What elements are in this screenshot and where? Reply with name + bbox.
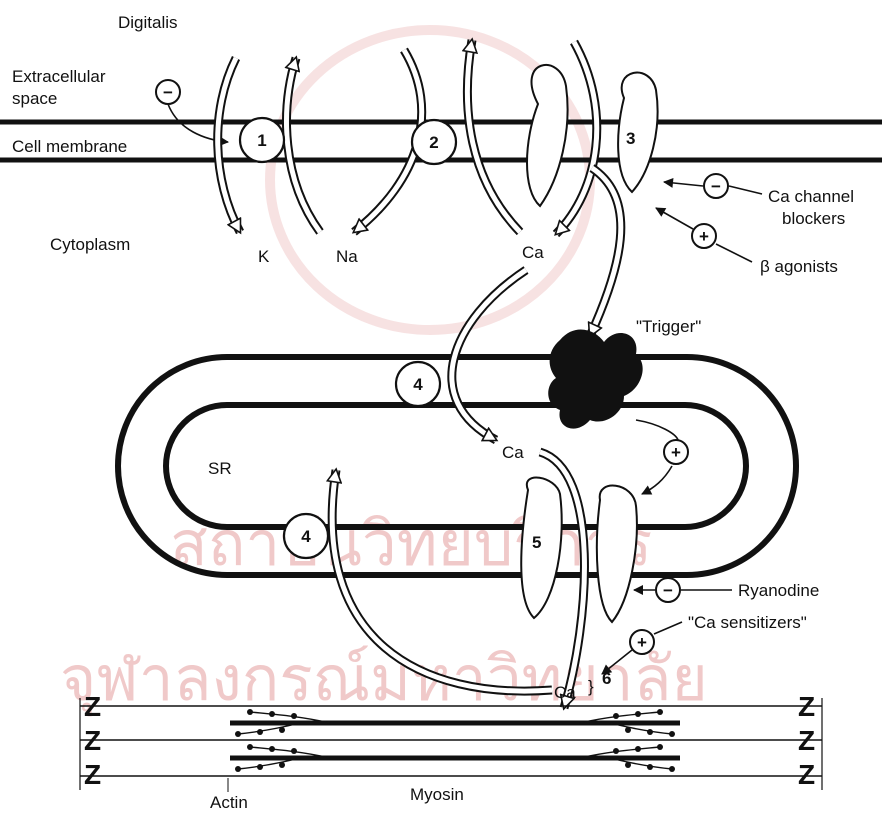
z-disc-left-1: Z [84,691,101,722]
ion-ca-myo-label: Ca [554,683,576,702]
z-disc-left-2: Z [84,725,101,756]
trigger-blob [548,329,642,428]
ryanodine-label: Ryanodine [738,581,819,600]
plus-sign: + [699,227,709,246]
site-2-label: 2 [429,133,438,152]
ion-ca-top-label: Ca [522,243,544,262]
site-4b-label: 4 [301,527,311,546]
ca-channel-blockers-label-1: Ca channel [768,187,854,206]
minus-sign: − [163,83,173,102]
ca-sensitizers-label: "Ca sensitizers" [688,613,807,632]
trigger-activation: + [636,420,688,494]
na-ca-exchanger: 2 [354,40,520,232]
cell-membrane-label: Cell membrane [12,137,127,156]
extracellular-label-2: space [12,89,57,108]
minus-sign: − [711,177,721,196]
ca-channel-blockers-label-2: blockers [782,209,845,228]
sr-label: SR [208,459,232,478]
ion-k-label: K [258,247,270,266]
site-4a-label: 4 [413,375,423,394]
beta-agonists-label: β agonists [760,257,838,276]
ion-ca-sr-label: Ca [502,443,524,462]
plus-sign: + [637,633,647,652]
site-3-label: 3 [626,129,635,148]
myosin-label: Myosin [410,785,464,804]
z-disc-right-3: Z [798,759,815,790]
minus-sign: − [663,581,673,600]
plus-sign: + [671,443,681,462]
ryanodine-inhibitor: − Ryanodine [634,578,819,602]
digitalis-label: Digitalis [118,13,178,32]
site-5-label: 5 [532,533,541,552]
site-6-label: 6 [602,669,611,688]
site-1-label: 1 [257,131,266,150]
z-disc-right-2: Z [798,725,815,756]
extracellular-label-1: Extracellular [12,67,106,86]
actin-label: Actin [210,793,248,812]
ca-channel-blockers: − Ca channel blockers [664,174,854,228]
ion-na-label: Na [336,247,358,266]
z-disc-left-3: Z [84,759,101,790]
trigger-label: "Trigger" [636,317,701,336]
cytoplasm-label: Cytoplasm [50,235,130,254]
z-disc-right-1: Z [798,691,815,722]
brace-symbol: } [588,677,594,696]
